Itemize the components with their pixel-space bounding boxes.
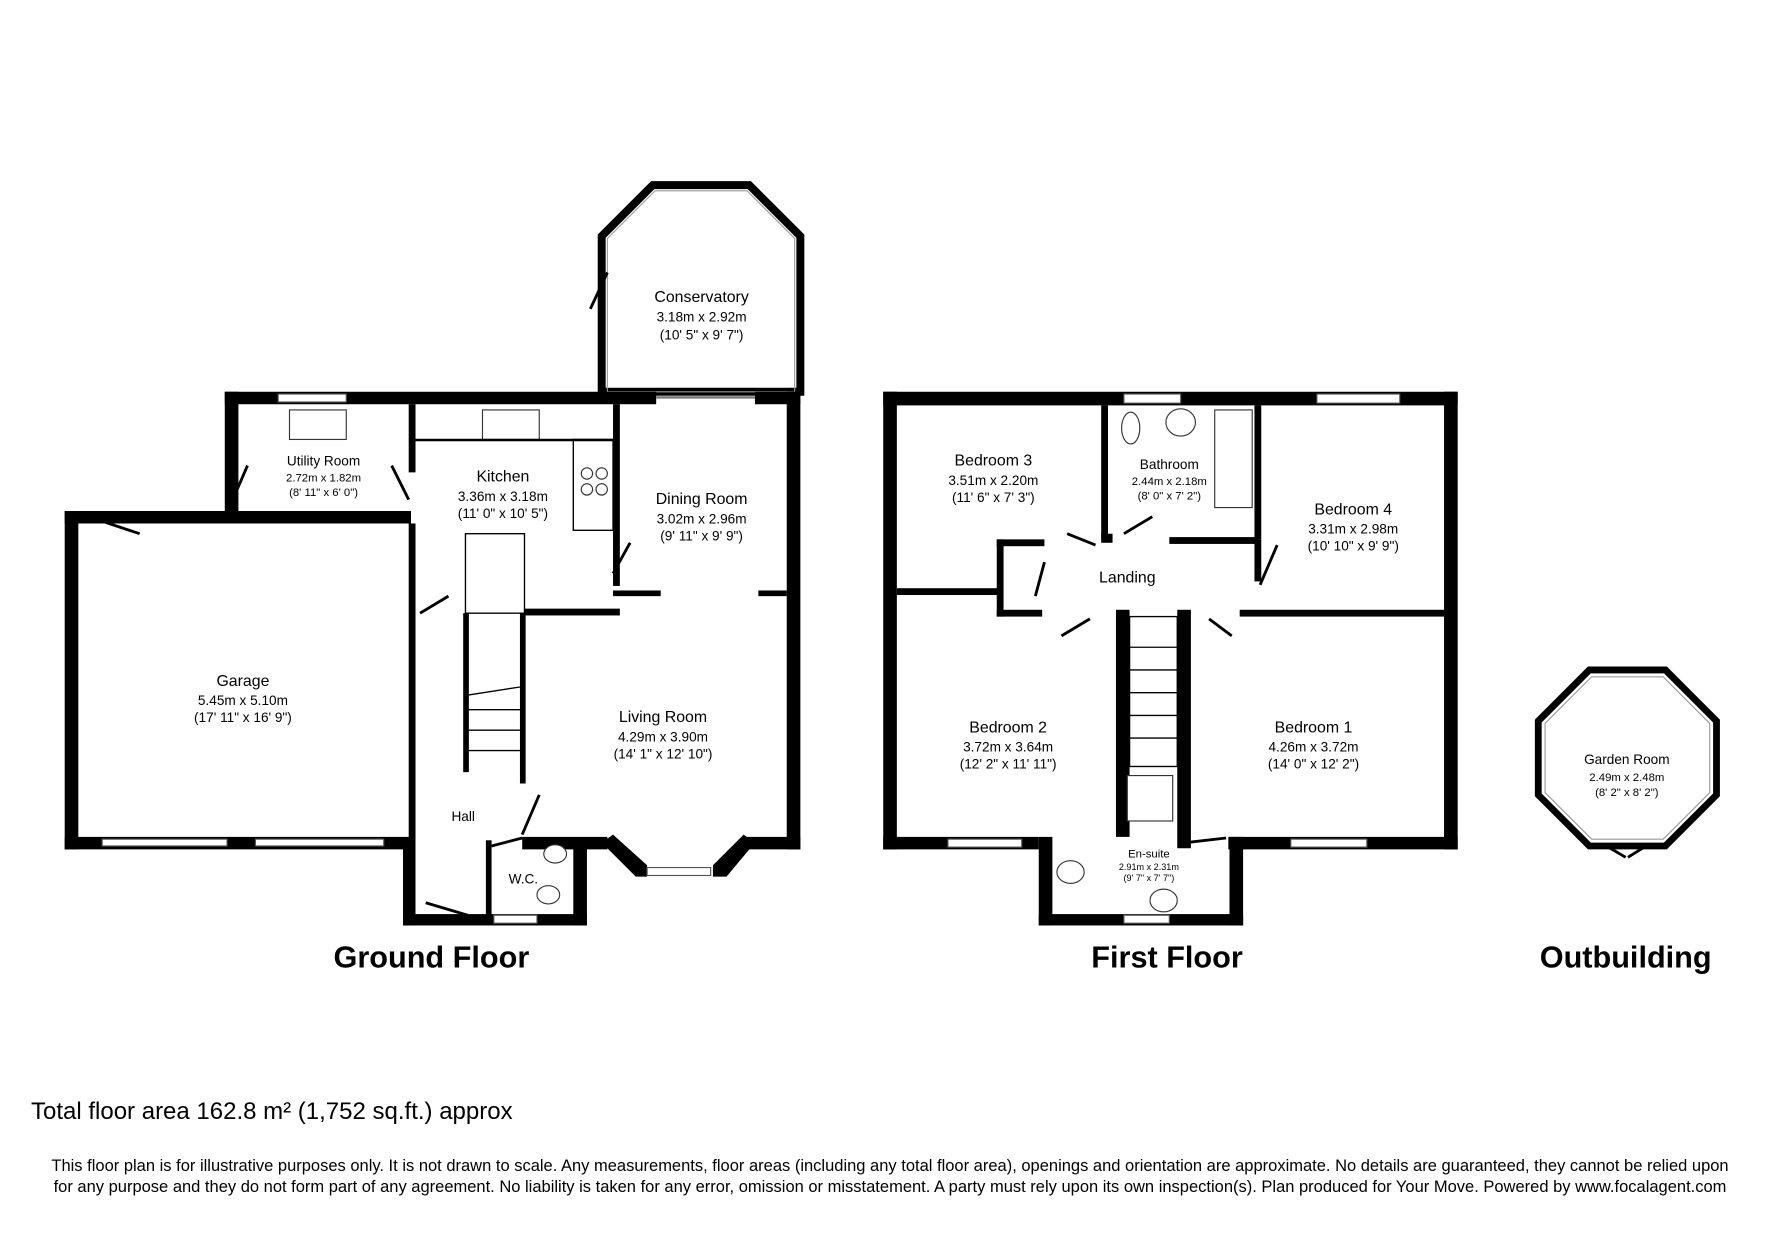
first-floor-title: First Floor bbox=[1091, 940, 1243, 974]
utility-metric: 2.72m x 1.82m bbox=[286, 472, 361, 484]
conservatory-imperial: (10' 5" x 9' 7") bbox=[660, 328, 744, 343]
bathroom-metric: 2.44m x 2.18m bbox=[1132, 476, 1207, 488]
living-imperial: (14' 1" x 12' 10") bbox=[614, 747, 713, 762]
ground-floor-title: Ground Floor bbox=[334, 940, 530, 974]
ensuite-imperial: (9' 7" x 7' 7") bbox=[1123, 873, 1174, 883]
bedroom4-name: Bedroom 4 bbox=[1314, 501, 1392, 518]
outbuilding-title: Outbuilding bbox=[1540, 940, 1712, 974]
hall-name: Hall bbox=[451, 809, 474, 824]
dining-name: Dining Room bbox=[656, 491, 748, 508]
bedroom1-metric: 4.26m x 3.72m bbox=[1268, 740, 1358, 755]
ensuite-metric: 2.91m x 2.31m bbox=[1119, 862, 1179, 872]
dining-imperial: (9' 11" x 9' 9") bbox=[660, 529, 743, 544]
conservatory-name: Conservatory bbox=[654, 289, 748, 306]
garage-name: Garage bbox=[216, 673, 269, 690]
ground-floor-plan bbox=[64, 181, 805, 926]
utility-imperial: (8' 11" x 6' 0") bbox=[289, 487, 358, 499]
bedroom4-imperial: (10' 10" x 9' 9") bbox=[1308, 539, 1399, 554]
outbuilding-plan bbox=[1534, 666, 1720, 859]
first-floor-plan bbox=[883, 391, 1458, 926]
bedroom1-imperial: (14' 0" x 12' 2") bbox=[1268, 757, 1359, 772]
kitchen-imperial: (11' 0" x 10' 5") bbox=[458, 506, 548, 521]
landing-name: Landing bbox=[1099, 570, 1156, 587]
garage-metric: 5.45m x 5.10m bbox=[198, 693, 288, 708]
bedroom2-imperial: (12' 2" x 11' 11") bbox=[960, 757, 1057, 772]
kitchen-name: Kitchen bbox=[476, 468, 529, 485]
wc-name: W.C. bbox=[509, 871, 538, 886]
total-floor-area: Total floor area 162.8 m² (1,752 sq.ft.)… bbox=[31, 1098, 513, 1125]
conservatory-metric: 3.18m x 2.92m bbox=[657, 309, 747, 324]
bathroom-imperial: (8' 0" x 7' 2") bbox=[1138, 491, 1202, 503]
living-metric: 4.29m x 3.90m bbox=[618, 730, 708, 745]
bedroom4-metric: 3.31m x 2.98m bbox=[1308, 522, 1398, 537]
garden-room-imperial: (8' 2" x 8' 2") bbox=[1595, 787, 1659, 799]
staircase-first bbox=[1128, 615, 1178, 768]
room-labels: Conservatory 3.18m x 2.92m (10' 5" x 9' … bbox=[194, 289, 1670, 886]
disclaimer: This floor plan is for illustrative purp… bbox=[51, 1157, 1729, 1196]
bathroom-name: Bathroom bbox=[1140, 457, 1199, 472]
staircase-ground bbox=[468, 686, 521, 752]
dining-metric: 3.02m x 2.96m bbox=[657, 511, 747, 526]
bedroom3-imperial: (11' 6" x 7' 3") bbox=[952, 490, 1035, 505]
bedroom1-name: Bedroom 1 bbox=[1275, 719, 1353, 736]
garage-imperial: (17' 11" x 16' 9") bbox=[194, 710, 292, 725]
bedroom3-name: Bedroom 3 bbox=[955, 453, 1033, 470]
utility-name: Utility Room bbox=[287, 454, 360, 469]
kitchen-metric: 3.36m x 3.18m bbox=[458, 489, 548, 504]
garden-room-name: Garden Room bbox=[1584, 752, 1669, 767]
bedroom2-name: Bedroom 2 bbox=[969, 719, 1047, 736]
garden-room-metric: 2.49m x 2.48m bbox=[1589, 772, 1664, 784]
bedroom3-metric: 3.51m x 2.20m bbox=[948, 473, 1038, 488]
bedroom2-metric: 3.72m x 3.64m bbox=[963, 740, 1053, 755]
garden-room-outline bbox=[1534, 666, 1720, 850]
living-name: Living Room bbox=[619, 709, 707, 726]
ensuite-name: En-suite bbox=[1128, 848, 1170, 860]
